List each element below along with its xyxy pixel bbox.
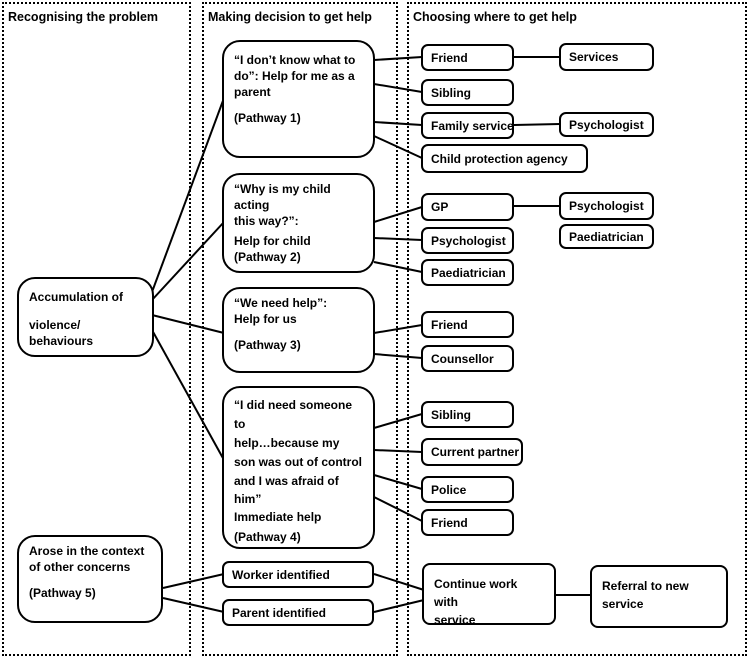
referral-line-1: Referral to new (602, 579, 689, 593)
target-paediatrician-2: Paediatrician (559, 224, 654, 249)
target-sibling-2: Sibling (421, 401, 514, 428)
target-current-partner: Current partner (421, 438, 523, 466)
pathway-2-line-2: this way?”: (234, 214, 299, 228)
pathway-3-box: “We need help”: Help for us (Pathway 3) (222, 287, 375, 373)
column-choosing (407, 2, 747, 656)
target-paediatrician-1: Paediatrician (421, 259, 514, 286)
pathway-3-line-2: Help for us (234, 312, 297, 326)
pathway-2-line-1: “Why is my child acting (234, 182, 331, 212)
accumulation-line-2: violence/ behaviours (29, 318, 94, 348)
target-psychologist-2: Psychologist (421, 227, 514, 254)
worker-identified-box: Worker identified (222, 561, 374, 588)
accumulation-line-1: Accumulation of (29, 290, 124, 304)
column-title-deciding: Making decision to get help (208, 10, 372, 24)
column-title-choosing: Choosing where to get help (413, 10, 577, 24)
arose-pathway-label: Pathway 5 (33, 586, 92, 600)
pathway-3-line-3: (Pathway 3) (234, 338, 301, 352)
pathway-1-line-2: do”: Help for me as a (234, 69, 355, 83)
pathway-2-line-3: Help for child (234, 234, 311, 248)
pathway-4-line-2: help…because my (234, 436, 340, 450)
target-sibling-1: Sibling (421, 79, 514, 106)
continue-work-line-1: Continue work with (434, 577, 518, 609)
target-psychologist-3: Psychologist (559, 192, 654, 220)
arose-box: Arose in the context of other concerns (… (17, 535, 163, 623)
parent-identified-box: Parent identified (222, 599, 374, 626)
target-counsellor: Counsellor (421, 345, 514, 372)
pathway-4-line-7: (Pathway 4) (234, 530, 301, 544)
referral-line-2: service (602, 597, 644, 611)
pathway-2-box: “Why is my child acting this way?”: Help… (222, 173, 375, 273)
target-friend-3: Friend (421, 509, 514, 536)
accumulation-box: Accumulation of violence/ behaviours (17, 277, 154, 357)
column-title-recognising: Recognising the problem (8, 10, 159, 24)
pathway-4-line-6: Immediate help (234, 510, 322, 524)
target-services: Services (559, 43, 654, 71)
pathway-4-box: “I did need someone to help…because my s… (222, 386, 375, 549)
continue-work-line-2: service (434, 613, 476, 627)
column-recognising (2, 2, 191, 656)
arose-line-2: of other concerns (29, 560, 131, 574)
referral-box: Referral to new service (590, 565, 728, 628)
target-police: Police (421, 476, 514, 503)
arose-line-1: Arose in the context (29, 544, 145, 558)
target-psychologist-1: Psychologist (559, 112, 654, 137)
target-friend-1: Friend (421, 44, 514, 71)
pathway-1-box: “I don’t know what to do”: Help for me a… (222, 40, 375, 158)
continue-work-box: Continue work with service (422, 563, 556, 627)
pathway-1-line-4: (Pathway 1) (234, 111, 301, 125)
pathway-4-line-4: and I was afraid of (234, 474, 339, 488)
pathway-4-line-5: him” (234, 492, 262, 506)
pathway-2-line-4: (Pathway 2) (234, 250, 301, 264)
target-friend-2: Friend (421, 311, 514, 338)
pathway-3-line-1: “We need help”: (234, 296, 328, 310)
target-child-protection: Child protection agency (421, 144, 588, 173)
pathway-4-line-1: “I did need someone to (234, 398, 353, 431)
target-family-service: Family service (421, 112, 514, 139)
target-gp: GP (421, 193, 514, 221)
pathway-1-line-1: “I don’t know what to (234, 53, 356, 67)
pathway-1-line-3: parent (234, 85, 271, 99)
arose-line-3: (Pathway 5) (29, 586, 96, 600)
pathway-4-line-3: son was out of control (234, 455, 362, 469)
